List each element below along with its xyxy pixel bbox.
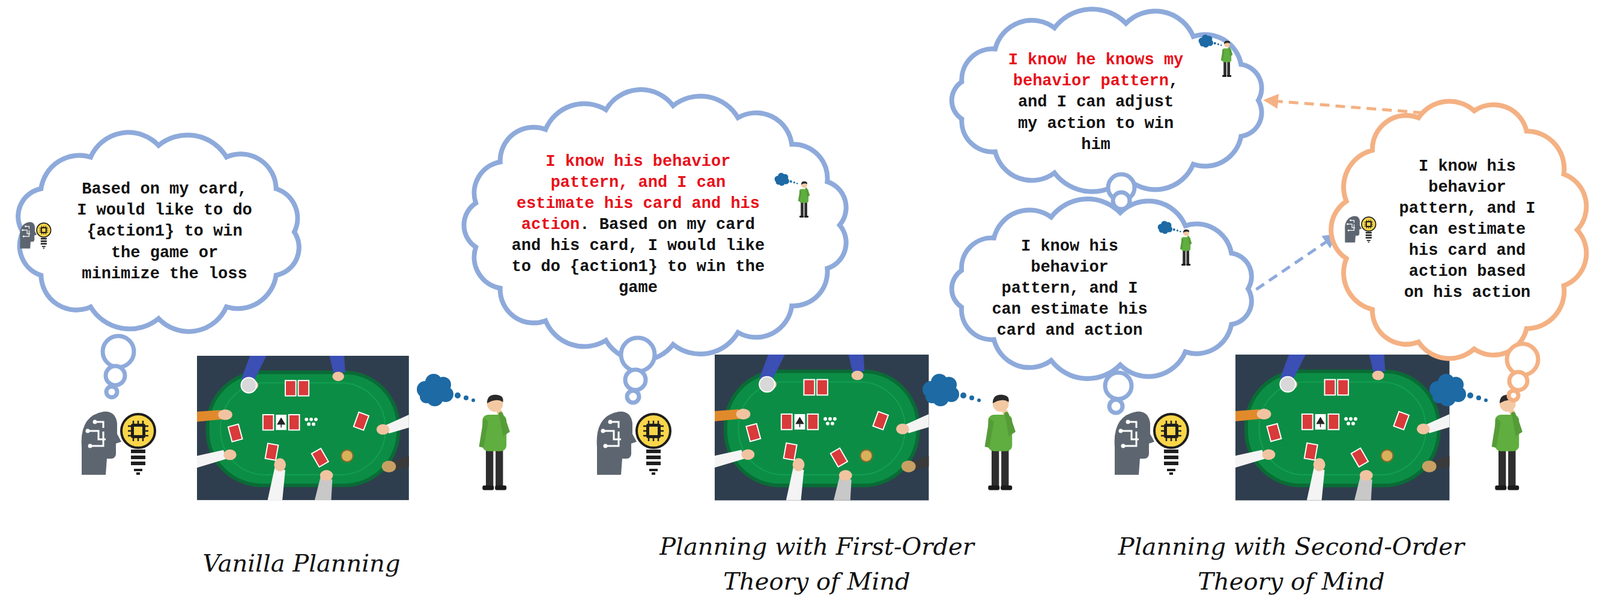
thought-cloud: I know his behavior pattern, and I can e… xyxy=(454,87,858,363)
dashed-arrow xyxy=(1266,100,1439,115)
cloud-shape xyxy=(951,198,1252,379)
cloud-shape xyxy=(463,89,846,361)
panel-title: Planning with First-Order Theory of Mind xyxy=(630,528,1004,599)
dashed-arrow xyxy=(1243,235,1336,299)
panel-title: Vanilla Planning xyxy=(115,545,488,581)
thought-text: I know he knows my behavior pattern, and… xyxy=(1006,49,1187,155)
cloud-shape xyxy=(18,132,300,331)
thought-text-part: I know he knows my behavior pattern xyxy=(1008,51,1184,91)
thought-text: Based on my card, I would like to do {ac… xyxy=(74,178,255,285)
thought-text-part: I know his behavior pattern, and I can e… xyxy=(991,237,1148,340)
thought-text-part: I know his behavior pattern, and I can e… xyxy=(1399,157,1536,303)
thought-text: I know his behavior pattern, and I can e… xyxy=(1398,156,1537,304)
thought-text: I know his behavior pattern, and I can e… xyxy=(509,151,768,300)
thought-text-part: Based on my card, I would like to do {ac… xyxy=(76,180,253,283)
thought-text: I know his behavior pattern, and I can e… xyxy=(991,236,1148,342)
thought-cloud: I know his behavior pattern, and I can e… xyxy=(939,193,1267,384)
cloud-shape xyxy=(951,9,1262,192)
panel-title: Planning with Second-Order Theory of Min… xyxy=(1105,528,1478,599)
thought-cloud: I know he knows my behavior pattern, and… xyxy=(939,4,1277,196)
cloud-shape xyxy=(1330,101,1587,359)
